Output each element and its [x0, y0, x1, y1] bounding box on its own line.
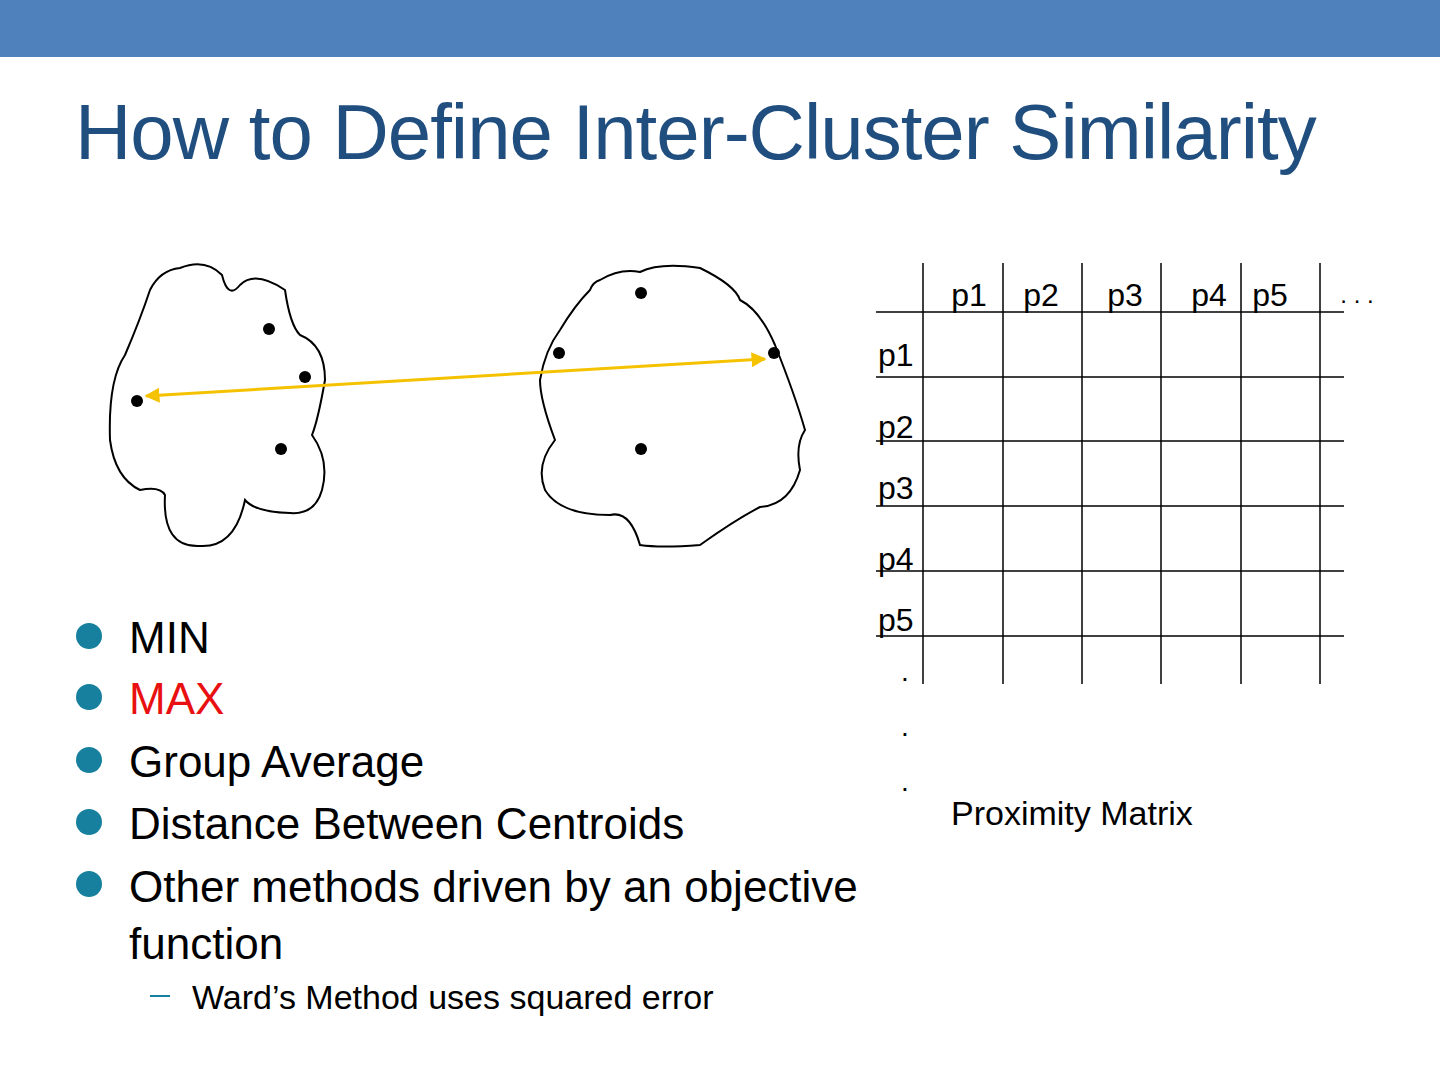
bullet-item: MIN	[129, 613, 210, 664]
row-header: p4	[878, 541, 914, 578]
sub-bullet-dash	[150, 995, 170, 997]
column-header: p2	[1023, 277, 1059, 314]
sub-bullet-item: Ward’s Method uses squared error	[192, 978, 714, 1017]
bullet-item: Other methods driven by an objective fun…	[129, 858, 949, 972]
column-ellipsis: . . .	[1340, 281, 1373, 309]
slide-title: How to Define Inter-Cluster Similarity	[75, 88, 1316, 178]
matrix-grid	[876, 263, 1344, 684]
row-ellipsis-dot: .	[901, 656, 909, 688]
bullet-item-highlight: MAX	[129, 674, 224, 725]
row-header: p1	[878, 337, 914, 374]
cluster-outline	[110, 264, 325, 546]
matrix-caption: Proximity Matrix	[951, 794, 1193, 833]
bullet-item: Distance Between Centroids	[129, 799, 684, 850]
row-header: p3	[878, 470, 914, 507]
column-header: p3	[1107, 277, 1143, 314]
row-header: p2	[878, 409, 914, 446]
data-points	[131, 287, 780, 455]
cluster-outline	[540, 266, 805, 547]
max-distance-arrow	[146, 359, 765, 396]
row-ellipsis-dot: .	[901, 711, 909, 743]
row-ellipsis-dot: .	[901, 766, 909, 798]
bullet-item: Group Average	[129, 737, 424, 788]
row-header: p5	[878, 602, 914, 639]
column-header: p4	[1191, 277, 1227, 314]
header-bar	[0, 0, 1440, 57]
bullet-marks	[76, 623, 102, 897]
column-header: p1	[951, 277, 987, 314]
column-header: p5	[1252, 277, 1288, 314]
